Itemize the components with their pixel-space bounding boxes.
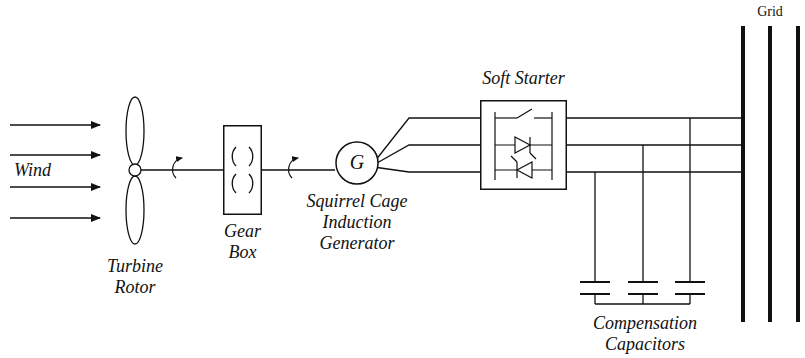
wind-arrows bbox=[10, 125, 100, 218]
connector-line bbox=[262, 169, 335, 170]
grid-bus-outline bbox=[740, 4, 804, 322]
part-label: Turbine Rotor bbox=[95, 256, 175, 298]
generator-symbol: G bbox=[335, 152, 379, 173]
grid-bus: Grid bbox=[740, 4, 804, 322]
gear-box-outline bbox=[223, 125, 262, 215]
gear-box: Gear Box bbox=[223, 125, 262, 215]
part-label: Compensation Capacitors bbox=[575, 313, 715, 355]
connector-line bbox=[567, 118, 743, 172]
turbine-rotor bbox=[126, 97, 223, 244]
flow-label: Wind bbox=[14, 160, 74, 180]
part-label: Gear Box bbox=[213, 221, 273, 263]
bus-label: Grid bbox=[745, 4, 795, 20]
part-label: Soft Starter bbox=[464, 68, 584, 89]
soft-starter-box: Soft Starter bbox=[480, 100, 567, 190]
part-label: Squirrel Cage Induction Generator bbox=[292, 191, 422, 254]
connector-line bbox=[377, 118, 480, 172]
compensation-capacitors bbox=[580, 118, 705, 304]
soft-starter-box-outline bbox=[480, 100, 567, 190]
generator-circle: GSquirrel Cage Induction Generator bbox=[335, 141, 379, 185]
